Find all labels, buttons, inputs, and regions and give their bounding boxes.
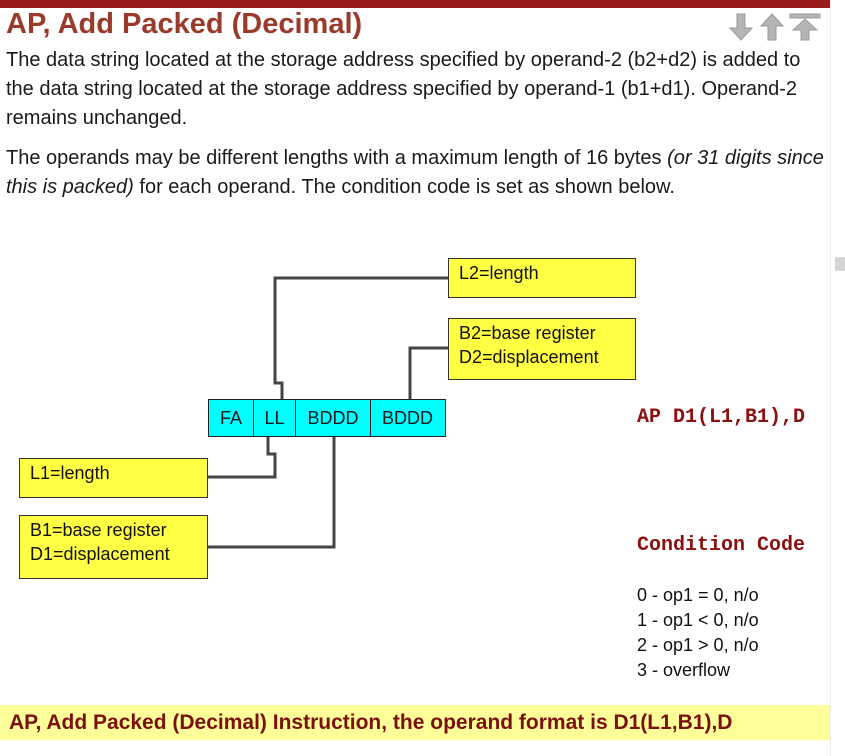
field-operand2: BDDD: [369, 399, 446, 437]
instruction-format: AP D1(L1,B1),D: [637, 406, 806, 429]
connector-b2: [408, 346, 449, 399]
connector-l2: [273, 276, 449, 399]
condition-code-item: 1 - op1 < 0, n/o: [637, 610, 759, 630]
d2-label: D2=displacement: [459, 347, 599, 367]
instruction-fields: FA LL BDDD BDDD: [208, 399, 446, 437]
d1-label: D1=displacement: [30, 544, 170, 564]
l2-length-label: L2=length: [459, 263, 539, 283]
b1-label: B1=base register: [30, 520, 167, 540]
condition-code-item: 0 - op1 = 0, n/o: [637, 585, 759, 605]
b2-label: B2=base register: [459, 323, 596, 343]
page-navigation: [726, 12, 822, 42]
paragraph-2-italic: (or 31 digits since this is packed): [6, 147, 824, 198]
b1-d1-box: B1=base register D1=displacement: [19, 515, 208, 579]
field-length: LL: [252, 399, 297, 437]
condition-code-list: 0 - op1 = 0, n/o 1 - op1 < 0, n/o 2 - op…: [637, 583, 759, 683]
arrow-down-icon[interactable]: [726, 12, 756, 42]
description-paragraph-1: The data string located at the storage a…: [6, 49, 801, 129]
condition-code-item: 2 - op1 > 0, n/o: [637, 635, 759, 655]
field-operand1: BDDD: [295, 399, 371, 437]
scrollbar-thumb[interactable]: [835, 257, 845, 271]
description-paragraph-2: The operands may be different lengths wi…: [6, 144, 832, 202]
l2-length-box: L2=length: [448, 258, 636, 298]
l1-length-box: L1=length: [19, 458, 208, 498]
scrollbar[interactable]: [830, 0, 845, 756]
page-title: AP, Add Packed (Decimal): [6, 8, 363, 40]
footer-banner-text: AP, Add Packed (Decimal) Instruction, th…: [9, 711, 733, 734]
field-opcode: FA: [208, 399, 254, 437]
connector-b1: [208, 437, 336, 549]
condition-code-item: 3 - overflow: [637, 660, 731, 680]
paragraph-2-text-b: for each operand. The condition code is …: [133, 176, 675, 198]
paragraph-2-text-a: The operands may be different lengths wi…: [6, 147, 668, 169]
l1-length-label: L1=length: [30, 463, 110, 483]
top-rule: [0, 0, 830, 8]
condition-code-heading: Condition Code: [637, 534, 806, 557]
footer-banner: AP, Add Packed (Decimal) Instruction, th…: [0, 705, 830, 740]
b2-d2-box: B2=base register D2=displacement: [448, 318, 636, 380]
arrow-up-icon[interactable]: [757, 12, 787, 42]
connector-l1: [208, 437, 277, 479]
arrow-top-icon[interactable]: [788, 12, 822, 42]
